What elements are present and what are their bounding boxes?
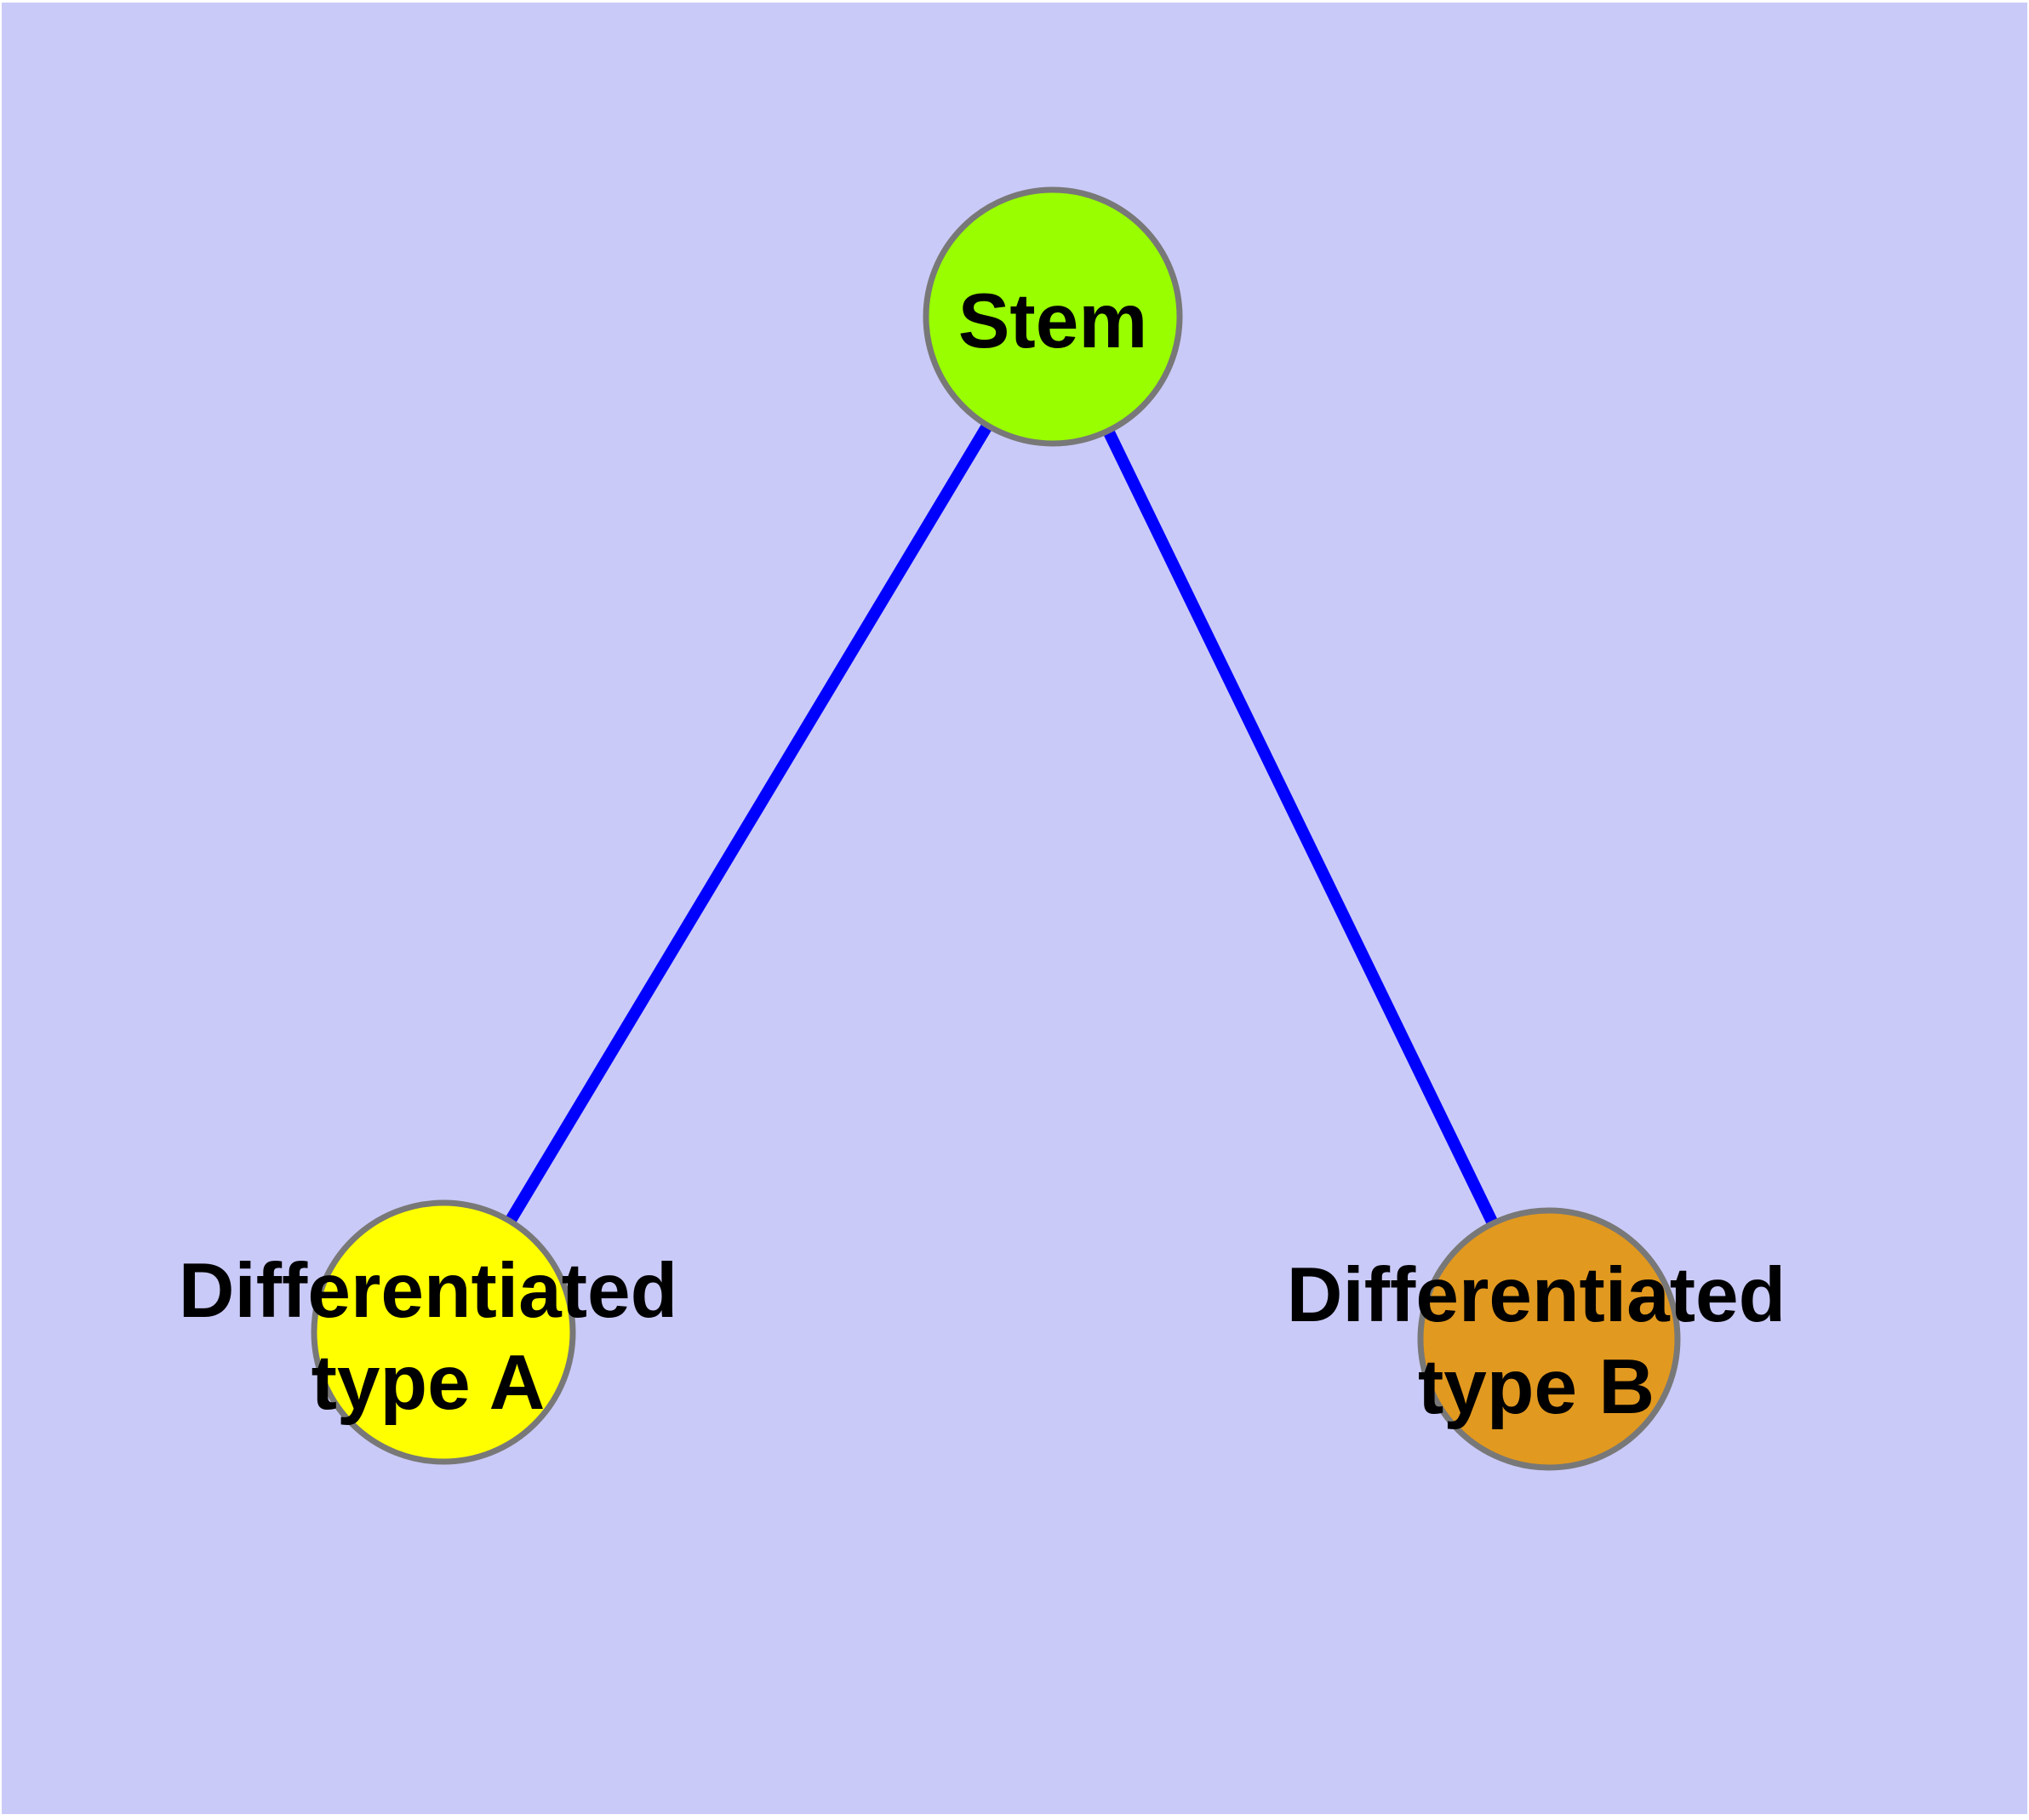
node-type-b-label-line2: type B	[1418, 1344, 1655, 1430]
edge-stem-to-type-a	[437, 313, 1059, 1336]
node-stem-label: Stem	[958, 278, 1148, 364]
node-type-b-label-line1: Differentiated	[1287, 1252, 1786, 1338]
node-type-a-label-line1: Differentiated	[179, 1248, 678, 1334]
node-stem-circle	[923, 186, 1183, 447]
node-type-b-circle	[1417, 1207, 1681, 1471]
node-type-a-circle	[311, 1199, 576, 1465]
node-type-a-label-line2: type A	[311, 1340, 546, 1426]
edge-stem-to-type-b	[1047, 313, 1555, 1342]
